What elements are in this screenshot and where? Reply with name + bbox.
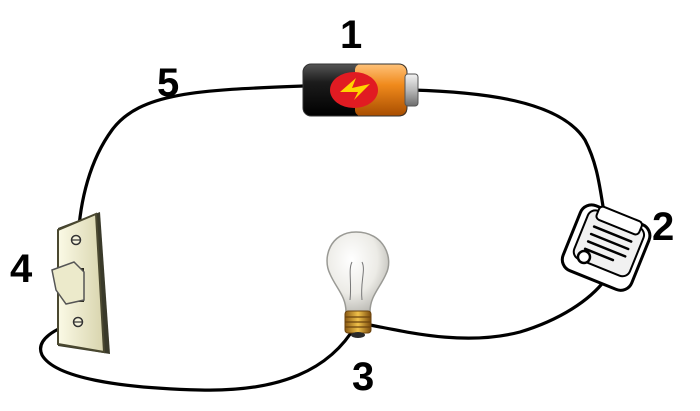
label-bulb: 3 <box>352 355 374 399</box>
wire-battery-to-resistor <box>410 88 606 214</box>
circuit-wires <box>39 84 607 392</box>
lightning-icon <box>340 78 370 100</box>
wire-resistor-to-bulb <box>368 278 607 340</box>
light-bulb <box>326 231 390 338</box>
wire-bulb-to-switch <box>39 320 358 392</box>
label-wire: 5 <box>157 61 179 105</box>
label-resistor: 2 <box>652 205 674 249</box>
resistor <box>560 203 652 292</box>
label-battery: 1 <box>340 13 362 57</box>
label-switch: 4 <box>10 247 33 291</box>
wall-switch <box>51 212 110 354</box>
switch-toggle <box>51 261 85 305</box>
wire-battery-to-switch <box>76 84 305 242</box>
battery <box>302 63 419 117</box>
